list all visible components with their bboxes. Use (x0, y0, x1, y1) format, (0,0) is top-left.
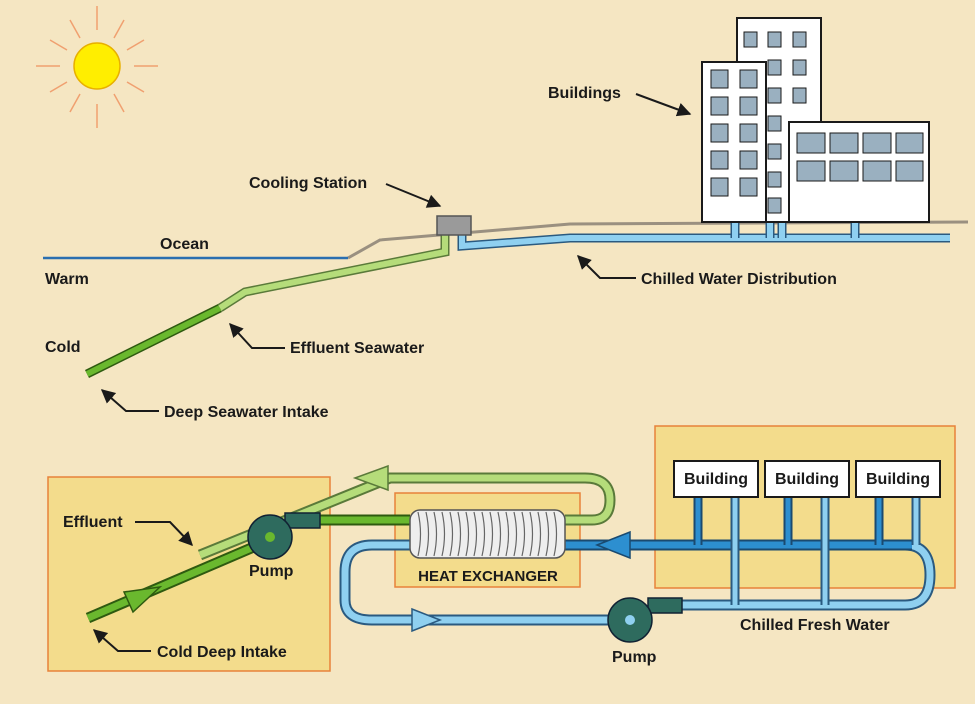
label-pump-bottom: Pump (612, 649, 657, 666)
label-effluent-seawater: Effluent Seawater (290, 340, 424, 357)
label-chilled-water-distribution: Chilled Water Distribution (641, 271, 837, 288)
label-building-2: Building (775, 471, 839, 488)
label-building-1: Building (684, 471, 748, 488)
buildings-group (701, 17, 930, 223)
label-chilled-fresh-water: Chilled Fresh Water (740, 617, 890, 634)
label-cold-deep-intake: Cold Deep Intake (157, 644, 287, 661)
chilled-water-distribution-pipe (457, 222, 950, 251)
chilled-fresh-water-loop (339, 539, 936, 633)
label-warm: Warm (45, 271, 89, 288)
sun-icon (36, 6, 158, 128)
label-pump-left: Pump (249, 563, 294, 580)
flow-arrow-green-top (352, 464, 389, 492)
building-boxes (673, 460, 941, 498)
flow-arrow-green-bottom (122, 585, 163, 614)
label-heat-exchanger: HEAT EXCHANGER (418, 568, 558, 585)
flow-arrow-blue-bottom (411, 607, 443, 633)
cooling-station-box (436, 215, 472, 236)
deep-seawater-intake-pipe (84, 303, 223, 379)
buildings-panel (654, 425, 956, 589)
flow-arrow-blue-top (594, 530, 631, 560)
label-effluent: Effluent (63, 514, 123, 531)
heat-exchanger-coil (409, 509, 566, 559)
label-ocean: Ocean (160, 236, 209, 253)
label-cold: Cold (45, 339, 81, 356)
label-cooling-station: Cooling Station (249, 175, 367, 192)
label-building-3: Building (866, 471, 930, 488)
effluent-seawater-pipe (217, 232, 450, 312)
effluent-return-loop (197, 464, 616, 561)
label-buildings: Buildings (548, 85, 621, 102)
pump-bottom-icon (607, 597, 683, 643)
label-deep-seawater-intake: Deep Seawater Intake (164, 404, 329, 421)
building-drop-pipes (693, 497, 921, 605)
pump-left-icon (247, 512, 321, 560)
